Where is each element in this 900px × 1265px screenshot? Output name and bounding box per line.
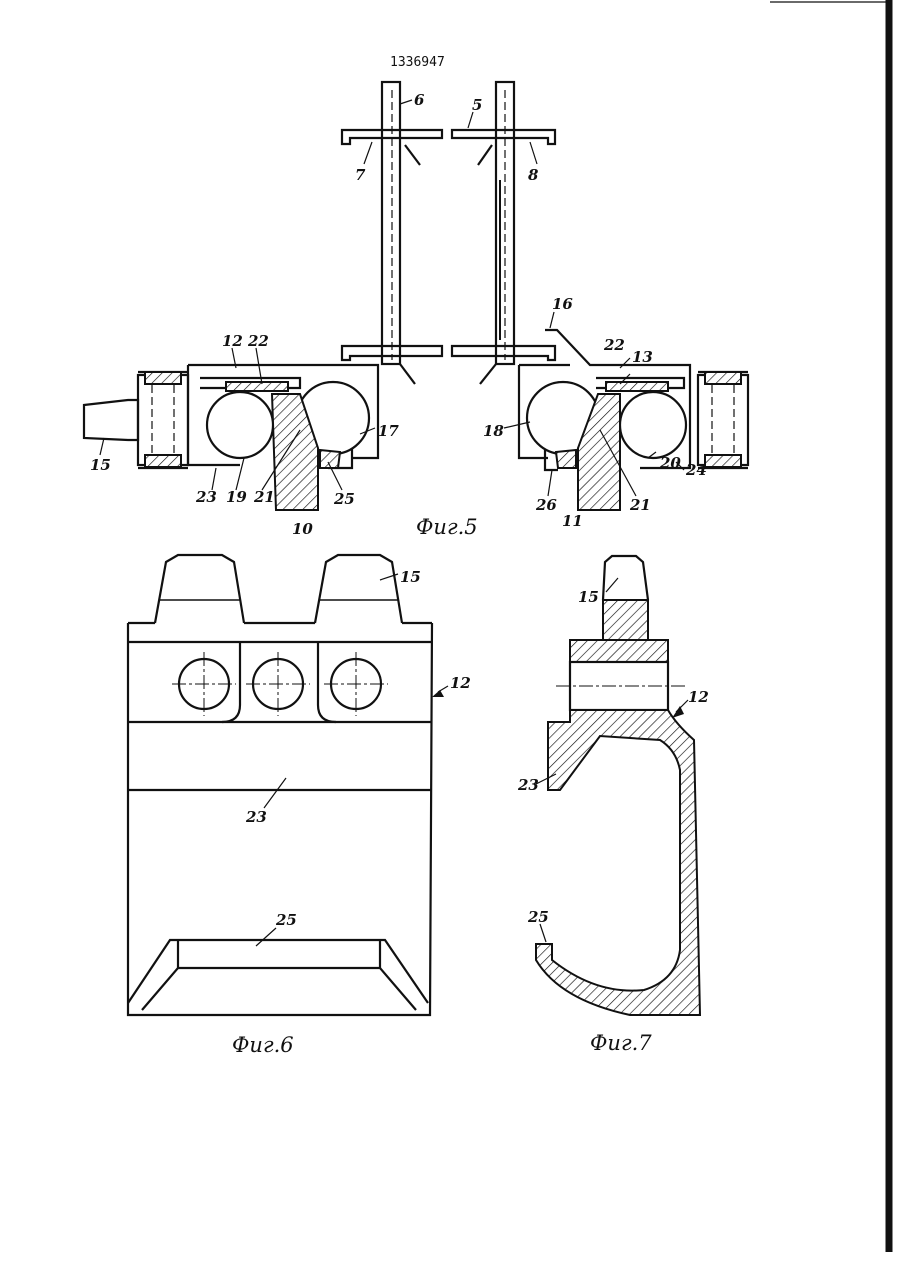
label-8: 8 [528, 166, 539, 184]
label-19: 19 [226, 488, 247, 506]
figure-7: 15 12 23 25 Фиг.7 [517, 556, 709, 1055]
label-25: 25 [333, 490, 355, 508]
label-21-right: 21 [629, 496, 651, 514]
label-21-left: 21 [253, 488, 275, 506]
label-7: 7 [355, 166, 366, 184]
fig6-label-25: 25 [275, 911, 297, 929]
figure-5: 6 5 7 8 16 12 22 13 22 15 17 18 23 19 21… [84, 82, 748, 539]
figure-6: 15 12 23 25 Фиг.6 [128, 555, 471, 1057]
label-17: 17 [378, 422, 399, 440]
label-11: 11 [562, 512, 583, 530]
label-22-right: 22 [603, 336, 625, 354]
label-16: 16 [552, 295, 573, 313]
label-23: 23 [195, 488, 217, 506]
fig7-label-23: 23 [517, 776, 539, 794]
label-10: 10 [292, 520, 313, 538]
fig5-caption: Фиг.5 [416, 515, 478, 539]
fig7-label-25: 25 [527, 908, 549, 926]
label-20: 20 [659, 454, 681, 472]
label-12: 12 [222, 332, 243, 350]
label-13: 13 [632, 348, 653, 366]
fig6-caption: Фиг.6 [232, 1033, 294, 1057]
fig6-label-15: 15 [400, 568, 421, 586]
label-15: 15 [90, 456, 111, 474]
label-18: 18 [483, 422, 504, 440]
label-24: 24 [685, 461, 707, 479]
label-22-left: 22 [247, 332, 269, 350]
fig7-caption: Фиг.7 [590, 1031, 652, 1055]
fig7-label-15: 15 [578, 588, 599, 606]
fig7-label-12: 12 [688, 688, 709, 706]
label-6: 6 [414, 91, 425, 109]
label-5: 5 [472, 96, 482, 114]
patent-number: 1336947 [390, 55, 445, 70]
fig6-label-12: 12 [450, 674, 471, 692]
fig6-label-23: 23 [245, 808, 267, 826]
label-26: 26 [535, 496, 557, 514]
